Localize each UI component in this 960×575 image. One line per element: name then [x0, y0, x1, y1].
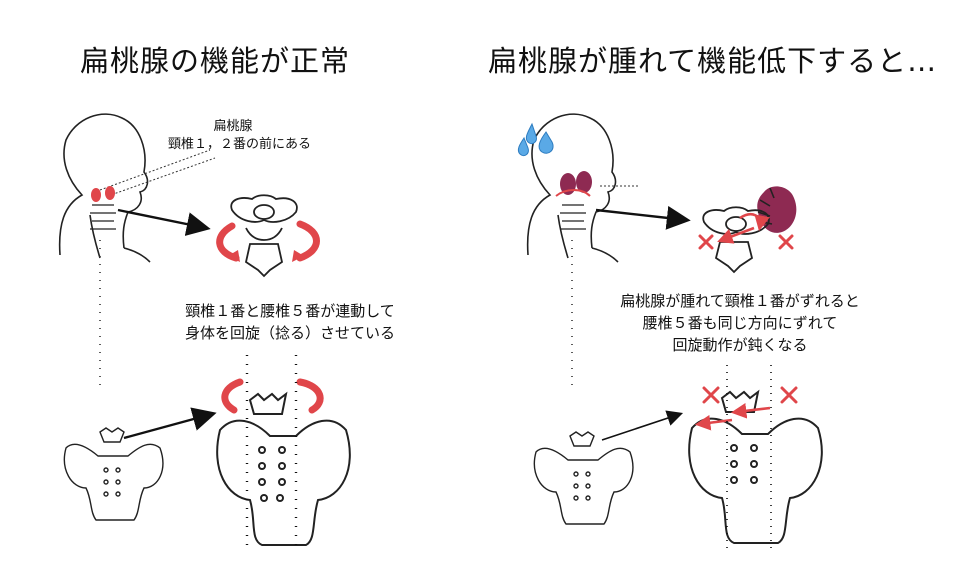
right-caption-line3: 回旋動作が鈍くなる	[672, 336, 808, 354]
left-pelvis-icon	[216, 391, 351, 546]
left-panel-title: 扁桃腺の機能が正常	[80, 44, 351, 78]
right-small-pelvis-icon	[533, 431, 634, 525]
left-small-pelvis-icon	[63, 427, 164, 521]
right-top-x-marks	[698, 234, 794, 250]
right-caption: 扁桃腺が腫れて頸椎１番がずれると 腰椎５番も同じ方向にずれて 回旋動作が鈍くなる	[590, 290, 890, 356]
left-caption-line2: 身体を回旋（捻る）させている	[184, 324, 395, 342]
right-pelvis-icon	[688, 389, 823, 544]
swollen-tonsil-icon	[757, 186, 797, 233]
left-atlas-icon	[230, 194, 298, 278]
right-caption-line1: 扁桃腺が腫れて頸椎１番がずれると	[620, 292, 860, 310]
left-pelvis-rotation-arrows	[221, 378, 324, 414]
tonsil-label-line1: 扁桃腺	[213, 119, 253, 134]
right-neck-vertebrae-icon	[560, 204, 586, 230]
right-panel-title: 扁桃腺が腫れて機能低下すると…	[488, 44, 938, 78]
right-caption-line2: 腰椎５番も同じ方向にずれて	[642, 314, 838, 332]
right-bottom-x-marks	[702, 386, 798, 404]
sweat-drops-icon	[517, 122, 554, 157]
left-caption: 頸椎１番と腰椎５番が連動して 身体を回旋（捻る）させている	[150, 300, 430, 344]
left-tonsil-icon	[91, 186, 115, 202]
tonsil-label: 扁桃腺 頸椎１，２番の前にある	[168, 118, 312, 154]
tonsil-label-line2: 頸椎１，２番の前にある	[168, 137, 312, 152]
left-caption-line1: 頸椎１番と腰椎５番が連動して	[185, 302, 395, 320]
left-head-icon	[58, 113, 151, 263]
left-neck-vertebrae-icon	[90, 204, 116, 230]
